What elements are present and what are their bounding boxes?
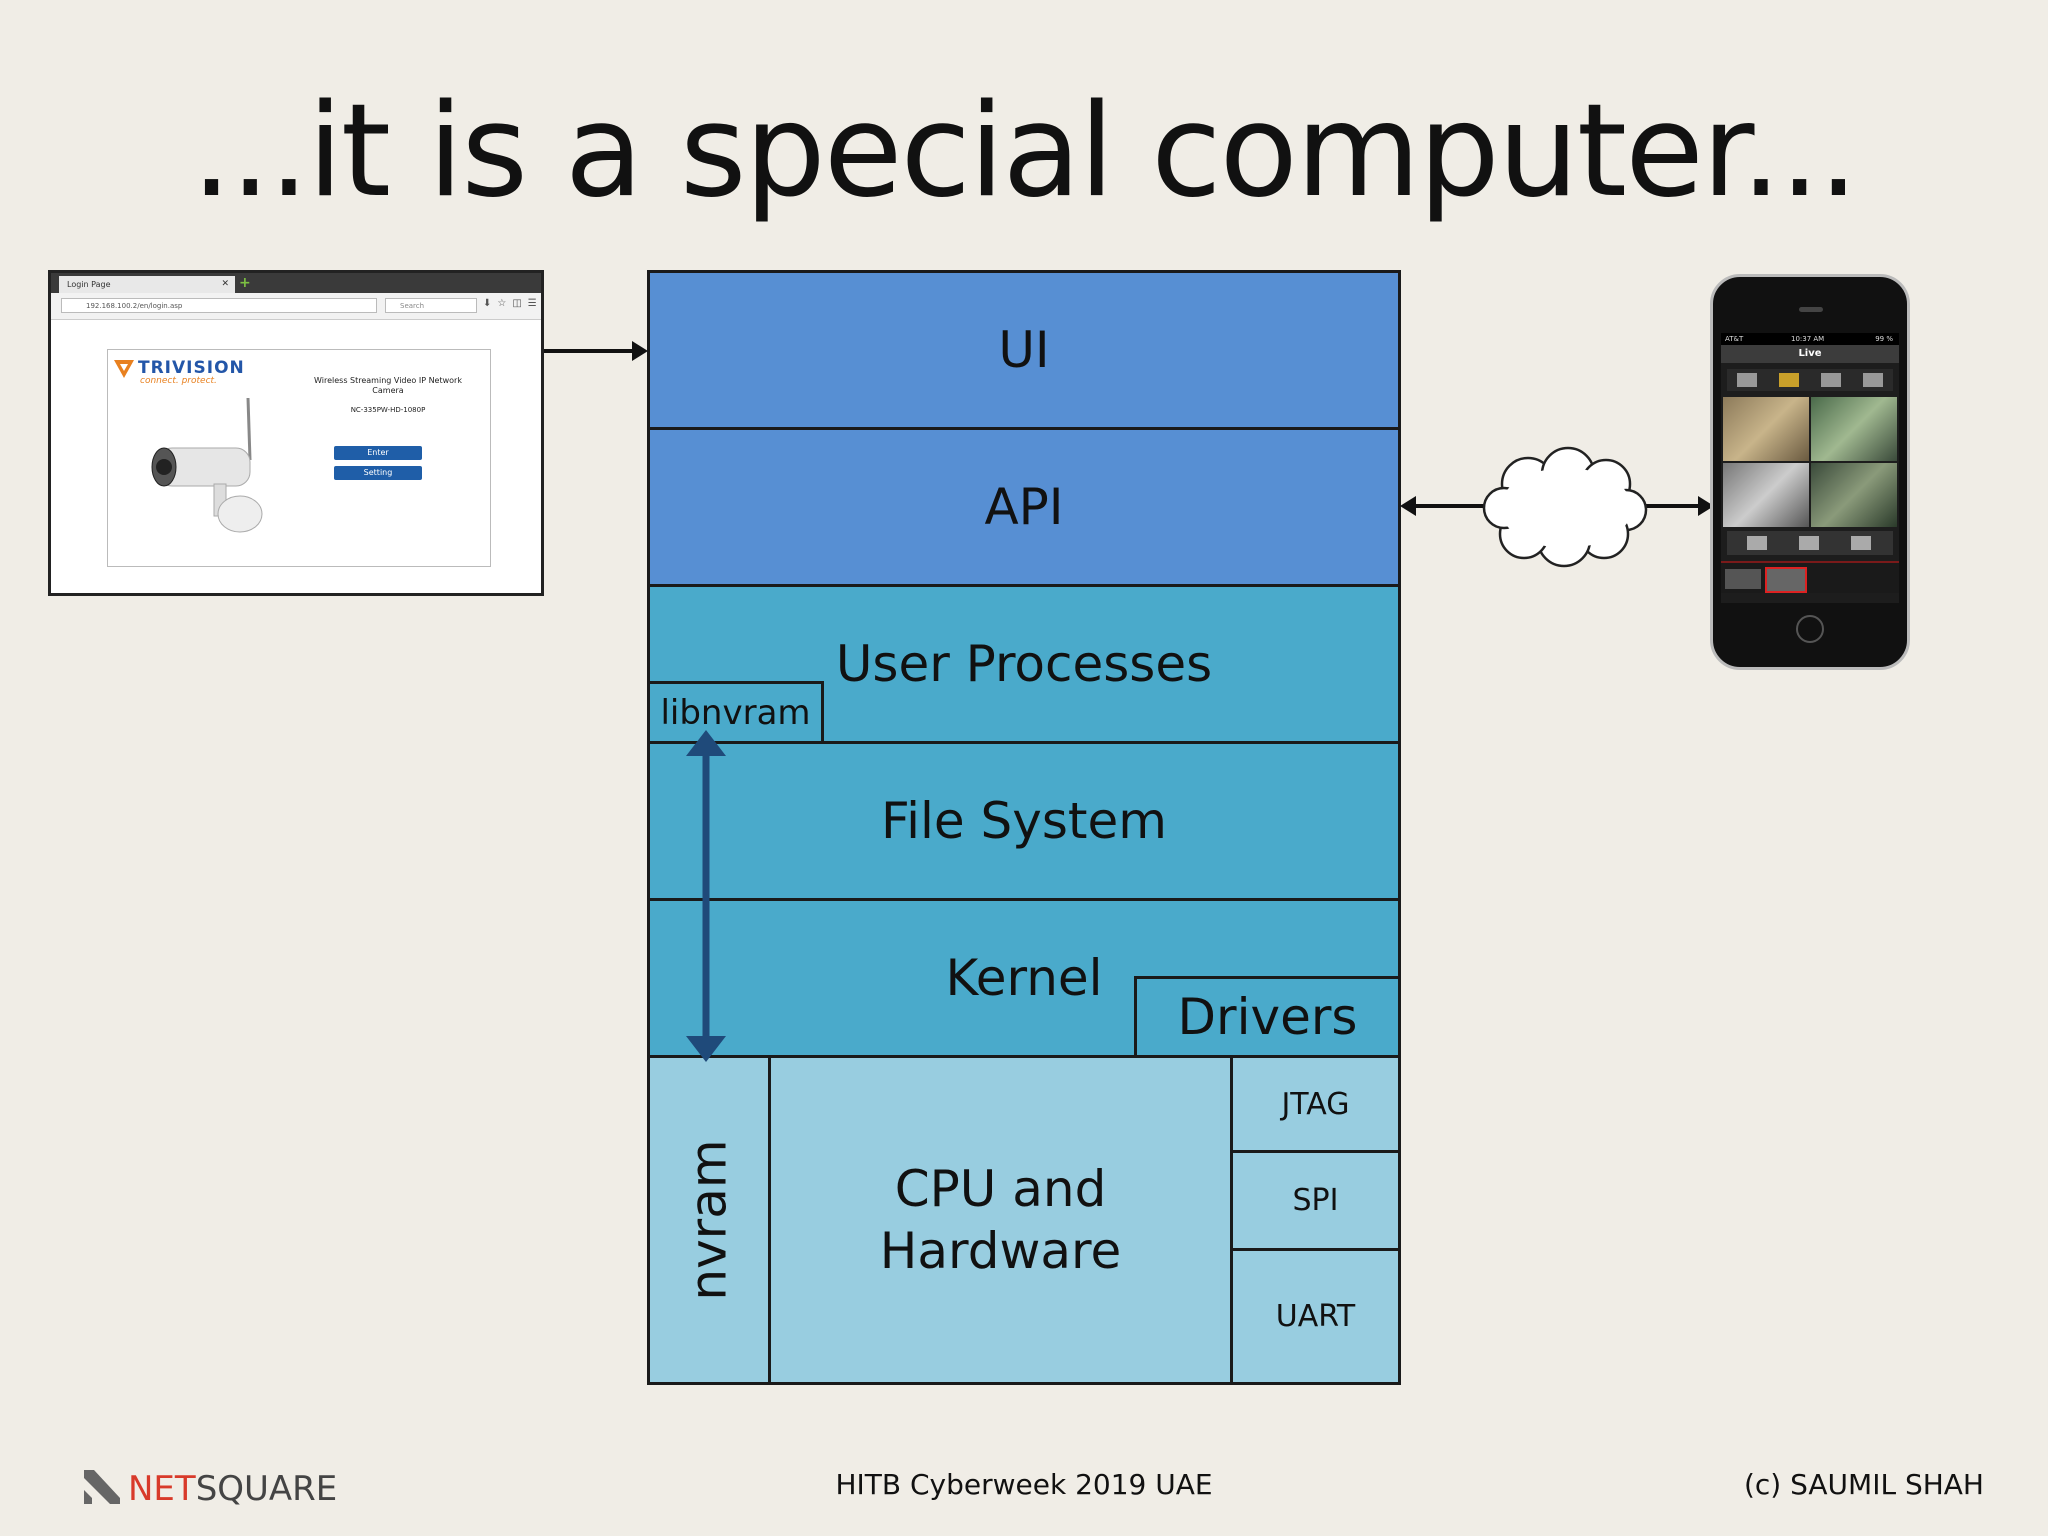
smartphone: AT&T 10:37 AM 99 % Live	[1710, 274, 1910, 670]
toolbar-icons[interactable]: ⬇☆◫☰	[483, 298, 543, 309]
layer-jtag: JTAG	[1230, 1055, 1401, 1153]
api-cloud-phone-arrows	[1400, 496, 1714, 516]
cloud-icon	[1482, 446, 1648, 568]
layer-api: API	[647, 427, 1401, 587]
ptz-icon[interactable]	[1799, 536, 1819, 550]
status-bar: AT&T 10:37 AM 99 %	[1721, 333, 1899, 345]
close-icon[interactable]: ✕	[221, 279, 229, 289]
layout-toolbar[interactable]	[1727, 369, 1893, 391]
layer-nvram-label: nvram	[680, 1139, 738, 1301]
new-tab-icon[interactable]: +	[239, 275, 251, 291]
browser-tab-bar: Login Page ✕ +	[51, 273, 541, 293]
layout-4-icon[interactable]	[1779, 373, 1799, 387]
setting-button[interactable]: Setting	[334, 466, 422, 480]
layout-16-icon[interactable]	[1863, 373, 1883, 387]
speaker-icon	[1799, 307, 1823, 312]
browser-to-ui-arrow	[544, 341, 648, 361]
camera-icon	[151, 397, 263, 533]
layer-jtag-label: JTAG	[1281, 1086, 1350, 1122]
browser-tab-label: Login Page	[67, 280, 111, 289]
layer-spi-label: SPI	[1292, 1183, 1339, 1218]
layer-cpu-label-line1: CPU and	[894, 1160, 1107, 1218]
url-field[interactable]: 192.168.100.2/en/login.asp	[61, 298, 377, 313]
layer-ui: UI	[647, 270, 1401, 430]
logo-text: TRIVISION	[138, 358, 245, 378]
enter-button[interactable]: Enter	[334, 446, 422, 460]
layer-spi: SPI	[1230, 1150, 1401, 1251]
camera-model: NC-335PW-HD-1080P	[350, 406, 426, 414]
logo-tagline: connect. protect.	[140, 376, 217, 386]
camera-feed-2[interactable]	[1811, 397, 1897, 461]
camera-feed-3[interactable]	[1723, 463, 1809, 527]
layer-cpu-label-line2: Hardware	[879, 1222, 1122, 1280]
phone-time: 10:37 AM	[1791, 335, 1825, 343]
layer-ui-label: UI	[998, 321, 1050, 379]
layer-libnvram-label: libnvram	[660, 692, 811, 733]
layer-file-system: File System	[647, 741, 1401, 901]
camera-login-page: TRIVISION connect. protect. Wireless Str…	[107, 349, 491, 567]
layer-uart-label: UART	[1275, 1299, 1356, 1334]
record-icon[interactable]	[1851, 536, 1871, 550]
layer-cpu-hardware: CPU and Hardware	[768, 1055, 1233, 1385]
layer-nvram: nvram	[647, 1055, 771, 1385]
brand-square: SQUARE	[195, 1469, 338, 1509]
browser-toolbar: 192.168.100.2/en/login.asp Search ⬇☆◫☰	[51, 293, 541, 320]
screen-title: Live	[1721, 345, 1899, 363]
page-title: ...it is a special computer...	[191, 77, 1859, 226]
camera-title: Wireless Streaming Video IP Network Came…	[314, 376, 462, 395]
layer-kernel-label: Kernel	[945, 949, 1103, 1007]
channel-thumb-1[interactable]	[1725, 569, 1761, 589]
layout-9-icon[interactable]	[1821, 373, 1841, 387]
layer-api-label: API	[984, 478, 1064, 536]
home-button[interactable]	[1796, 615, 1824, 643]
controls-toolbar[interactable]	[1727, 531, 1893, 555]
layer-file-system-label: File System	[880, 792, 1167, 850]
brand-net: NET	[128, 1469, 196, 1509]
netsquare-logo-icon	[84, 1470, 120, 1504]
phone-screen: AT&T 10:37 AM 99 % Live	[1721, 333, 1899, 603]
netsquare-logo: NETSQUARE	[82, 1466, 337, 1509]
layer-drivers-label: Drivers	[1177, 988, 1358, 1046]
camera-feed-4[interactable]	[1811, 463, 1897, 527]
battery: 99 %	[1875, 335, 1893, 343]
layer-user-processes-label: User Processes	[835, 635, 1213, 693]
channel-thumb-2[interactable]	[1765, 567, 1807, 593]
event-name: HITB Cyberweek 2019 UAE	[835, 1468, 1213, 1501]
browser-window: Login Page ✕ + 192.168.100.2/en/login.as…	[48, 270, 544, 596]
layer-libnvram: libnvram	[647, 681, 824, 744]
libnvram-nvram-arrow	[686, 730, 726, 1062]
search-input[interactable]: Search	[385, 298, 477, 313]
camera-feed-1[interactable]	[1723, 397, 1809, 461]
trivision-logo-icon	[114, 360, 134, 378]
layer-drivers: Drivers	[1134, 976, 1401, 1058]
carrier: AT&T	[1725, 335, 1744, 343]
browser-tab[interactable]: Login Page ✕	[59, 276, 235, 293]
channel-strip	[1721, 561, 1899, 593]
layout-1-icon[interactable]	[1737, 373, 1757, 387]
layer-uart: UART	[1230, 1248, 1401, 1385]
copyright: (c) SAUMIL SHAH	[1743, 1468, 1984, 1501]
capture-icon[interactable]	[1747, 536, 1767, 550]
